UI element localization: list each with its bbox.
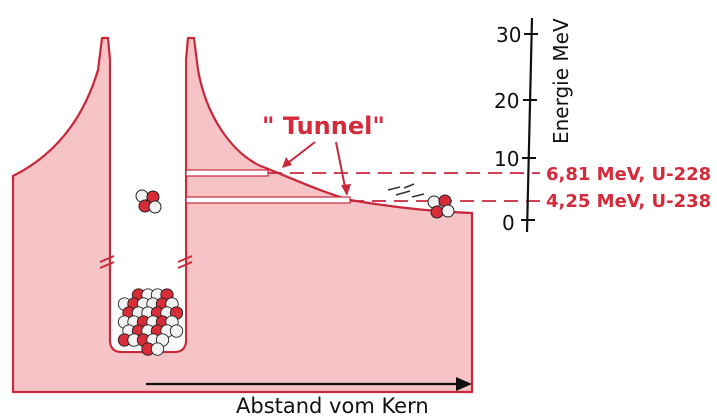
tick-label-30: 30	[496, 23, 521, 47]
tick-label-20: 20	[494, 89, 519, 113]
energy-axis	[525, 17, 534, 233]
energy-axis-ticks	[521, 33, 538, 221]
potential-barrier-shape	[11, 36, 474, 394]
alpha-particle-inside	[135, 189, 162, 214]
tunnel-arrow-low-head	[341, 184, 351, 196]
nucleon	[150, 342, 165, 356]
tick-label-10: 10	[494, 147, 519, 171]
distance-axis-label: Abstand vom Kern	[236, 394, 429, 418]
energy-axis-title: Energie MeV	[549, 18, 573, 144]
level-strip-high	[185, 169, 269, 177]
axis-break-right	[177, 255, 193, 269]
axis-break-left	[99, 255, 115, 269]
level-strip-low	[185, 196, 351, 204]
tunnel-arrow-high-head	[282, 157, 292, 168]
nucleus-cluster	[117, 288, 184, 356]
alpha-particle-escaping	[427, 194, 455, 219]
motion-lines	[387, 183, 425, 198]
level-label-low: 4,25 MeV, U-238	[546, 191, 711, 212]
level-label-high: 6,81 MeV, U-228	[546, 164, 711, 185]
tunnel-arrow-low	[335, 141, 347, 193]
tunnel-label: " Tunnel"	[262, 112, 385, 140]
distance-axis-arrowhead	[456, 377, 472, 391]
tick-label-0: 0	[502, 211, 515, 235]
nucleon	[169, 324, 184, 338]
